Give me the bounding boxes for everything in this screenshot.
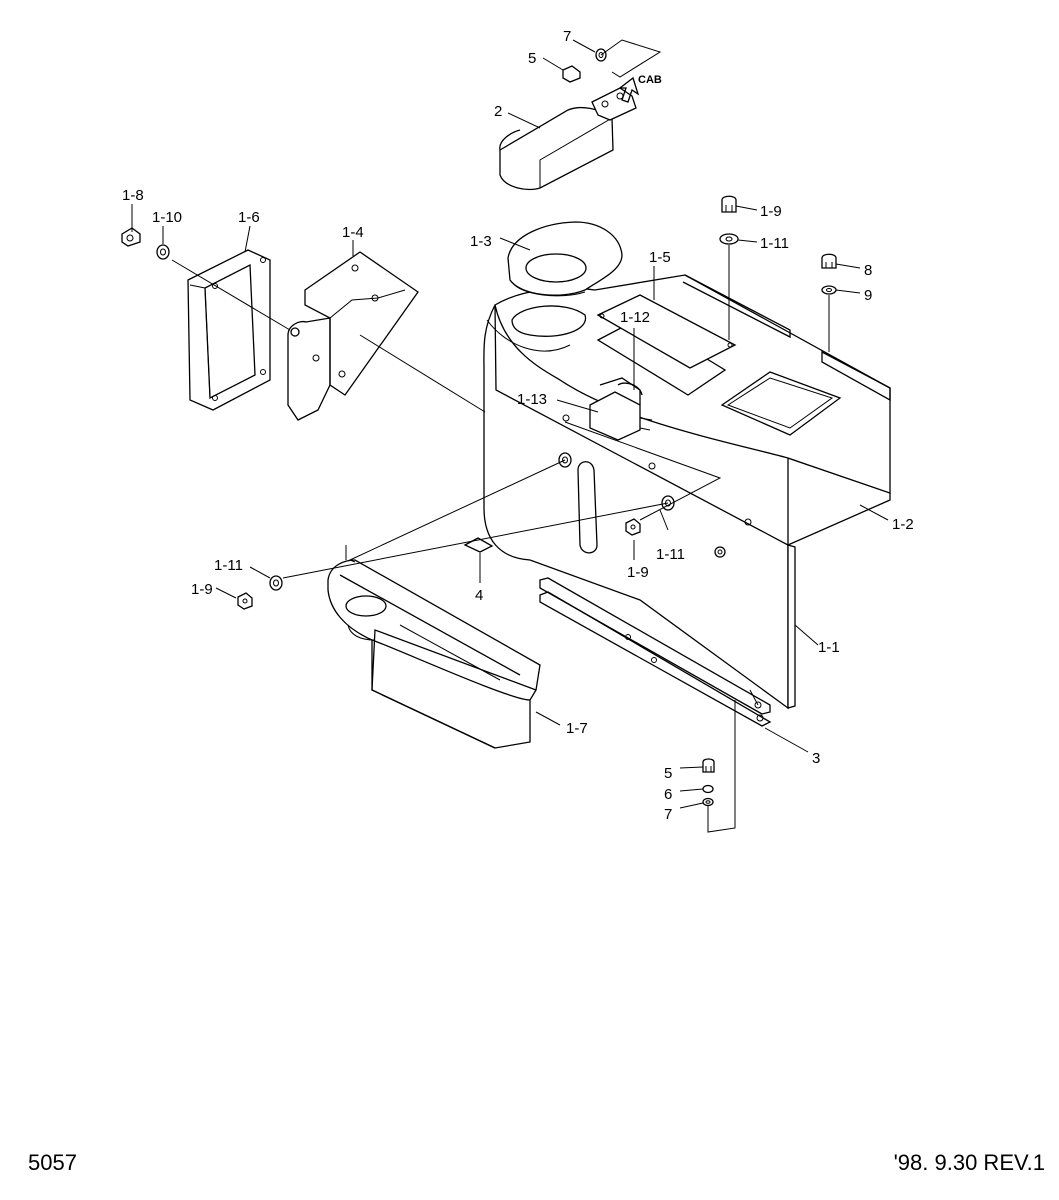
hardware-clip-4 (463, 537, 494, 553)
hardware-washer-1-11-top (719, 233, 739, 245)
label-part-2: 2 (494, 103, 502, 120)
label-part-6: 6 (664, 786, 672, 803)
alignment-lines (171, 39, 830, 833)
bracket-strip (539, 577, 772, 727)
hardware-washer-6 (702, 784, 714, 794)
callout-labels: 7 5 CAB 2 1-8 1-10 1-6 1-4 1-3 1-5 1-9 1… (122, 28, 914, 823)
label-cab: CAB (638, 74, 662, 86)
label-part-1-9-left: 1-9 (191, 581, 213, 598)
label-part-1-4: 1-4 (342, 224, 364, 241)
label-part-1-8: 1-8 (122, 187, 144, 204)
label-part-1-9-top: 1-9 (760, 203, 782, 220)
label-part-5-bottom: 5 (664, 765, 672, 782)
revision-date: '98. 9.30 REV.1 (893, 1150, 1045, 1175)
label-part-7-bottom: 7 (664, 806, 672, 823)
cup-holder (507, 221, 623, 297)
hardware-nut-1-9-left (237, 592, 253, 610)
label-part-1-7: 1-7 (566, 720, 588, 737)
hardware-bolt-8 (821, 253, 837, 269)
label-part-1-10: 1-10 (152, 209, 182, 226)
label-part-1-11-left: 1-11 (214, 557, 243, 574)
hardware-bolt-5-top (562, 65, 581, 83)
cover-plate (596, 294, 737, 369)
label-part-1-6: 1-6 (238, 209, 260, 226)
label-part-1-12: 1-12 (620, 309, 650, 326)
cab-arrow-icon (618, 76, 640, 103)
hardware-bolt-1-8 (121, 227, 141, 247)
exploded-parts-diagram: 7 5 CAB 2 1-8 1-10 1-6 1-4 1-3 1-5 1-9 1… (121, 28, 914, 833)
side-bracket (287, 251, 419, 421)
armrest (499, 87, 637, 191)
label-part-7-top: 7 (563, 28, 571, 45)
label-part-1-11-mid: 1-11 (656, 546, 685, 563)
label-part-1-13: 1-13 (517, 391, 547, 408)
hardware-bolt-1-9-top (721, 195, 737, 213)
label-part-1-3: 1-3 (470, 233, 492, 250)
switch-assembly (589, 377, 653, 441)
storage-tray (327, 559, 541, 749)
label-part-3: 3 (812, 750, 820, 767)
label-part-4: 4 (475, 587, 483, 604)
page-number: 5057 (28, 1150, 77, 1175)
label-part-1-5: 1-5 (649, 249, 671, 266)
label-part-1-11-top: 1-11 (760, 235, 789, 252)
hardware-washer-1-10 (156, 244, 170, 260)
label-part-5-top: 5 (528, 50, 536, 67)
label-part-1-2: 1-2 (892, 516, 914, 533)
hardware-nut-1-9-mid (625, 518, 641, 536)
hardware-washer-1-11-left (269, 575, 283, 591)
hardware-washer-7-bottom (702, 797, 714, 807)
callout-leaders (131, 39, 889, 809)
label-part-1-1: 1-1 (818, 639, 840, 656)
label-part-9: 9 (864, 287, 872, 304)
hardware-bolt-5-bottom (702, 758, 715, 773)
label-part-1-9-mid: 1-9 (627, 564, 649, 581)
label-part-8: 8 (864, 262, 872, 279)
mounting-frame (187, 249, 271, 411)
hardware-washer-9 (821, 285, 837, 295)
console-body (483, 274, 891, 710)
